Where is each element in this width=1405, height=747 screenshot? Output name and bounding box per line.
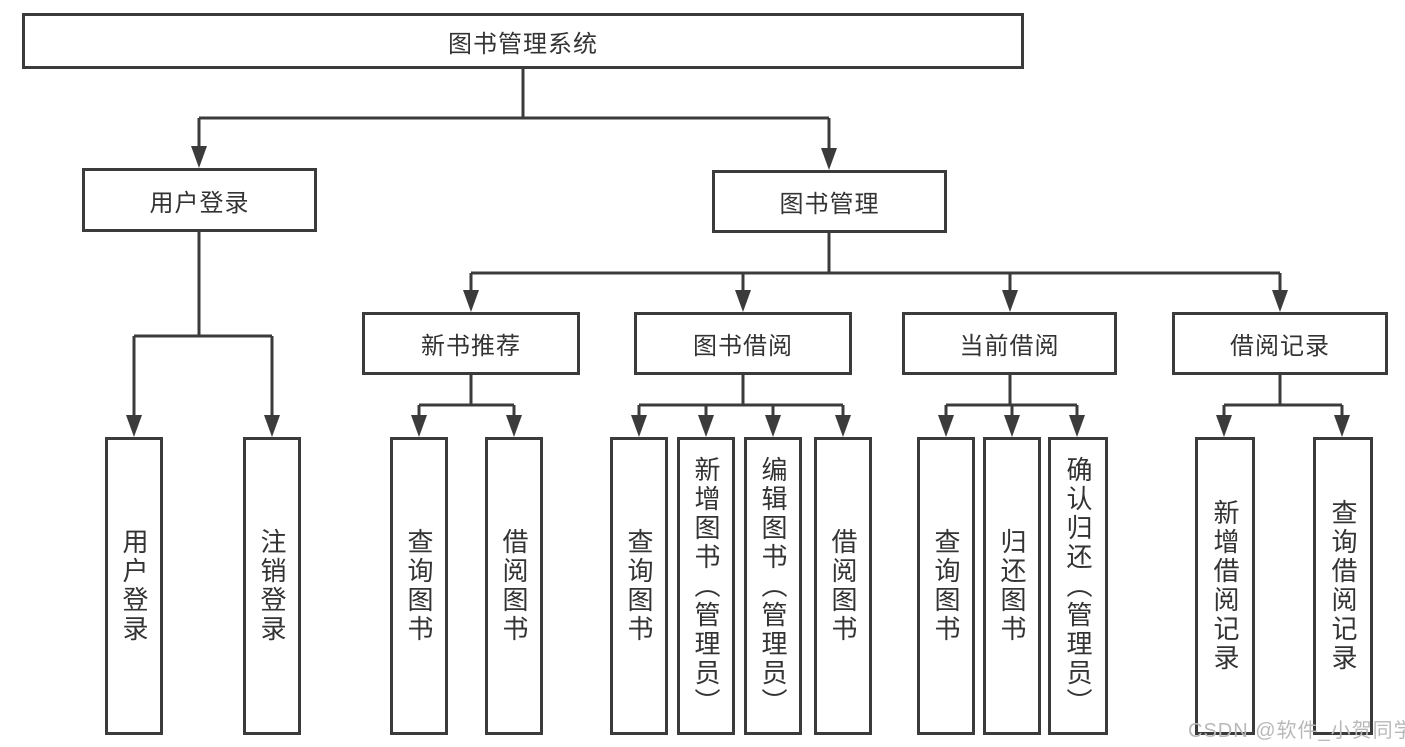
node-library-management-system: 图书管理系统 <box>22 13 1024 69</box>
node-label: 归还图书 <box>997 528 1027 644</box>
node-label: 图书借阅 <box>693 333 793 360</box>
node-label: 新增借阅记录 <box>1210 499 1240 673</box>
leaf-borrow-books-recommend: 借阅图书 <box>485 437 543 735</box>
leaf-search-books-borrowing: 查询图书 <box>610 437 668 735</box>
node-label: 新书推荐 <box>421 333 521 360</box>
node-label: 查询图书 <box>931 528 961 644</box>
node-label: 借阅记录 <box>1230 333 1330 360</box>
leaf-add-books-admin: 新增图书（管理员） <box>677 437 735 735</box>
node-label: 用户登录 <box>119 528 149 644</box>
node-book-borrowing: 图书借阅 <box>634 312 852 375</box>
node-current-borrowing: 当前借阅 <box>902 312 1117 375</box>
node-label: 图书管理 <box>779 191 880 218</box>
leaf-borrow-books: 借阅图书 <box>814 437 872 735</box>
leaf-return-books: 归还图书 <box>983 437 1041 735</box>
leaf-edit-books-admin: 编辑图书（管理员） <box>744 437 802 735</box>
node-label: 用户登录 <box>149 189 250 217</box>
leaf-search-books-current: 查询图书 <box>917 437 975 735</box>
leaf-search-books-recommend: 查询图书 <box>390 437 448 735</box>
node-label: 查询图书 <box>404 528 434 644</box>
leaf-search-borrow-record: 查询借阅记录 <box>1313 437 1373 735</box>
leaf-logout: 注销登录 <box>243 437 301 735</box>
node-label: 图书管理系统 <box>448 30 598 58</box>
csdn-watermark: CSDN @软件_小贺同学 <box>1188 720 1405 742</box>
leaf-user-login: 用户登录 <box>105 437 163 735</box>
node-label: 编辑图书（管理员） <box>758 455 788 717</box>
node-label: 借阅图书 <box>499 528 529 644</box>
node-label: 当前借阅 <box>959 333 1060 360</box>
node-borrowing-records: 借阅记录 <box>1172 312 1388 375</box>
node-new-book-recommendation: 新书推荐 <box>362 312 580 375</box>
node-label: 查询图书 <box>624 528 654 644</box>
node-label: 查询借阅记录 <box>1328 499 1358 673</box>
leaf-add-borrow-record: 新增借阅记录 <box>1195 437 1255 735</box>
node-label: 新增图书（管理员） <box>691 455 721 717</box>
node-book-management-module: 图书管理 <box>712 170 947 233</box>
node-label: 注销登录 <box>257 528 287 644</box>
node-label: 借阅图书 <box>828 528 858 644</box>
node-label: 确认归还（管理员） <box>1063 455 1093 717</box>
leaf-confirm-return-admin: 确认归还（管理员） <box>1048 437 1108 735</box>
node-user-login-module: 用户登录 <box>82 168 317 232</box>
